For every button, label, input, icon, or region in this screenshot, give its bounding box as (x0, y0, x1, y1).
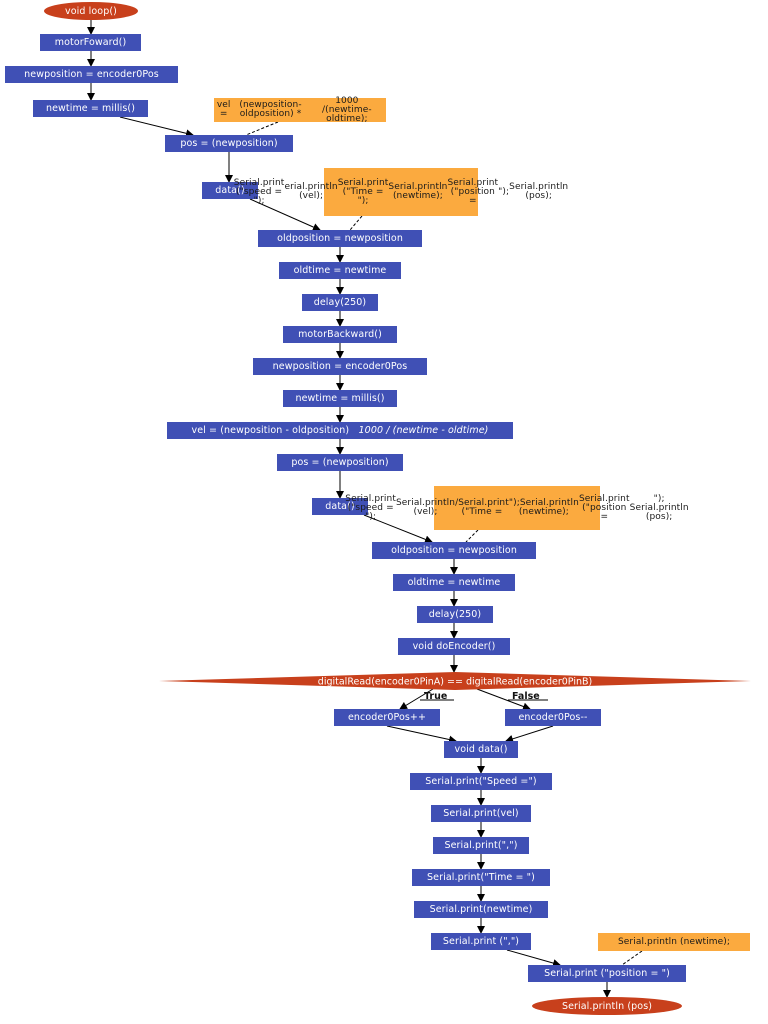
node-println-pos: Serial.println (pos) (532, 997, 682, 1015)
node-encoder-increment: encoder0Pos++ (334, 709, 440, 726)
decision-text: digitalRead(encoder0PinA) == digitalRead… (318, 677, 592, 688)
node-print-speed: Serial.print("Speed =") (410, 773, 552, 790)
node-oldposition-1: oldposition = newposition (258, 230, 422, 247)
edge-arrow (399, 688, 434, 710)
node-pos-1: pos = (newposition) (165, 135, 293, 152)
vel-assign-italic-text: 1000 / (newtime - oldtime) (358, 425, 489, 436)
edge-arrow (386, 725, 457, 744)
note-vel-formula: vel = (newposition-oldposition) * 1000 /(n… (214, 95, 386, 124)
note_2-line-1: erial.println (vel); (284, 182, 338, 201)
edge-label-false: False (512, 691, 540, 702)
note-link (349, 215, 363, 231)
note_3-line-3: ");Serial.println (newtime); (508, 498, 579, 517)
note_2-line-5: "); (498, 186, 510, 197)
note-println-newtime: Serial.println (newtime); (598, 933, 750, 951)
note_2-line-6: Serial.println (pos); (509, 182, 569, 201)
note_2-line-4: Serial.print ("position = (447, 177, 499, 206)
note_4-line-0: Serial.println (newtime); (617, 936, 731, 947)
node-motor-forward: motorFoward() (40, 34, 141, 51)
node-print-newtime: Serial.print(newtime) (414, 901, 548, 918)
edge-arrow (506, 949, 561, 967)
note-link (245, 121, 279, 136)
note-serial-block-1: Serial.print ("speed = ");erial.println … (234, 168, 568, 216)
node-delay-2: delay(250) (417, 606, 493, 623)
node-newposition-2: newposition = encoder0Pos (253, 358, 427, 375)
node-vel-assign: vel = (newposition - oldposition) 1000 /… (167, 422, 513, 439)
note_1-line-1: (newposition-oldposition) * (239, 100, 302, 119)
edge-arrow (505, 725, 554, 743)
node-void-loop: void loop() (44, 2, 138, 20)
node-oldposition-2: oldposition = newposition (372, 542, 536, 559)
note_2-line-2: Serial.print ("Time = "); (337, 177, 389, 206)
node-print-comma-2: Serial.print (",") (431, 933, 531, 950)
edge-label-true: True (424, 691, 448, 702)
node-print-vel: Serial.print(vel) (431, 805, 531, 822)
note_1-line-2: 1000 /(newtime-oldtime); (321, 95, 372, 124)
node-data-call-1: data() (202, 182, 258, 199)
node-encoder-decrement: encoder0Pos-- (505, 709, 601, 726)
note_3-line-5: "); Serial.println (pos); (629, 493, 689, 522)
node-decision: digitalRead(encoder0PinA) == digitalRead… (159, 672, 751, 690)
node-do-encoder: void doEncoder() (398, 638, 510, 655)
note-link (465, 529, 479, 543)
edge-arrow (476, 688, 531, 711)
node-oldtime-1: oldtime = newtime (279, 262, 401, 279)
node-print-time: Serial.print("Time = ") (412, 869, 550, 886)
node-data-call-2: data() (312, 498, 368, 515)
note_2-line-0: Serial.print ("speed = "); (233, 177, 285, 206)
node-delay-1: delay(250) (302, 294, 378, 311)
edge-arrow (363, 514, 433, 544)
node-motor-backward: motorBackward() (283, 326, 397, 343)
note_3-line-0: Serial.print ("speed = "); (345, 493, 396, 522)
node-void-data: void data() (444, 741, 518, 758)
node-pos-2: pos = (newposition) (277, 454, 403, 471)
note_3-line-4: Serial.print ("position = (578, 493, 630, 522)
note-link (621, 950, 643, 966)
edge-arrow (249, 198, 321, 231)
note_2-line-3: Serial.println (newtime); (388, 182, 448, 201)
node-print-comma-1: Serial.print(",") (433, 837, 529, 854)
note-serial-block-2: Serial.print ("speed = ");Serial.println… (345, 486, 689, 530)
note_3-line-1: Serial.println (vel); (395, 498, 456, 517)
note_3-line-2: /Serial.print ("Time = (455, 498, 509, 517)
vel-assign-main-text: vel = (newposition - oldposition) (191, 425, 350, 436)
node-newtime-2: newtime = millis() (283, 390, 397, 407)
edge-arrow (119, 116, 194, 138)
node-print-position: Serial.print ("position = ") (528, 965, 686, 982)
node-newtime-1: newtime = millis() (33, 100, 148, 117)
note_1-line-0: vel = (216, 100, 231, 119)
node-oldtime-2: oldtime = newtime (393, 574, 515, 591)
node-newposition-1: newposition = encoder0Pos (5, 66, 178, 83)
